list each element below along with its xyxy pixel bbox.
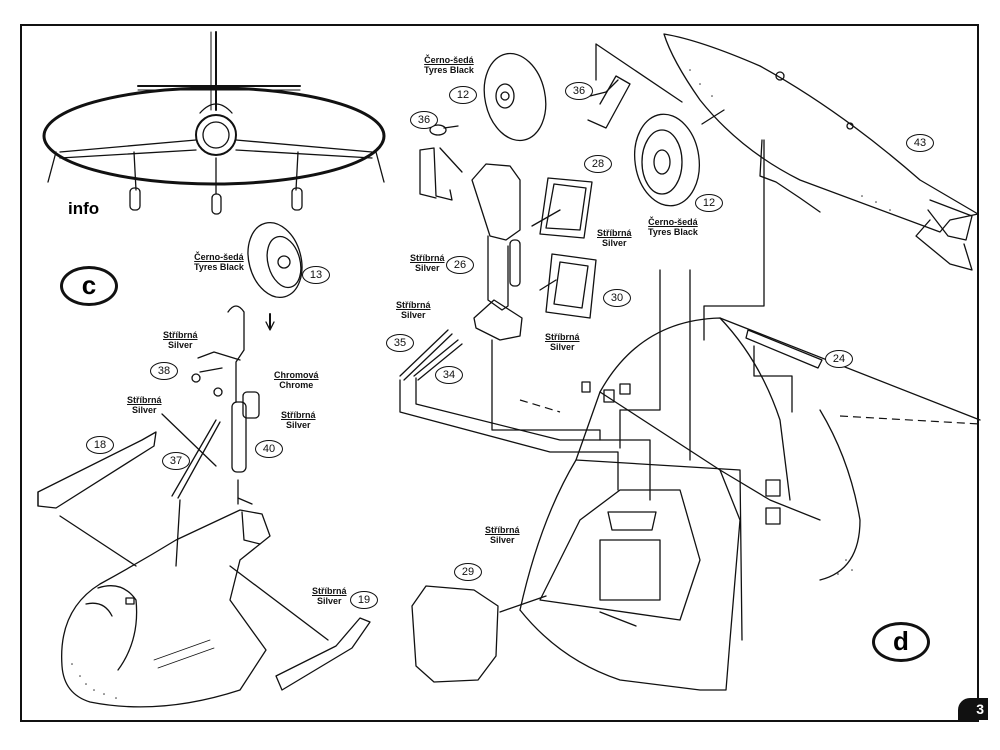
color-name-czech: Chromová	[274, 370, 319, 380]
part-number-36-right: 36	[565, 82, 593, 100]
part-number-43: 43	[906, 134, 934, 152]
step-d-marker: d	[872, 622, 930, 662]
step-c-marker: c	[60, 266, 118, 306]
color-name-english: Silver	[601, 238, 627, 248]
info-label: info	[68, 199, 100, 218]
color-name-czech: Stříbrná	[312, 586, 347, 596]
color-name-english: Silver	[131, 405, 157, 415]
part-number-28: 28	[584, 155, 612, 173]
color-callout-silver-30: Stříbrná Silver	[545, 332, 580, 352]
part-number-30: 30	[603, 289, 631, 307]
stipple-shading	[71, 69, 891, 699]
nose-gear-assembly-drawing	[37, 222, 371, 708]
color-name-english: Silver	[167, 340, 193, 350]
part-number-24: 24	[825, 350, 853, 368]
color-name-english: Chrome	[279, 380, 314, 390]
color-name-english: Tyres Black	[648, 227, 698, 237]
color-callout-silver-38: Stříbrná Silver	[163, 330, 198, 350]
color-callout-silver-40: Stříbrná Silver	[281, 410, 316, 430]
color-name-english: Silver	[316, 596, 342, 606]
color-name-english: Silver	[400, 310, 426, 320]
color-name-czech: Černo-šedá	[424, 55, 474, 65]
color-name-czech: Černo-šedá	[648, 217, 698, 227]
part-number-12-right: 12	[695, 194, 723, 212]
part-number-36-left: 36	[410, 111, 438, 129]
color-callout-silver-35: Stříbrná Silver	[396, 300, 431, 320]
part-number-35: 35	[386, 334, 414, 352]
part-number-26: 26	[446, 256, 474, 274]
part-number-40: 40	[255, 440, 283, 458]
color-name-english: Tyres Black	[424, 65, 474, 75]
color-name-czech: Stříbrná	[281, 410, 316, 420]
part-number-19: 19	[350, 591, 378, 609]
color-name-czech: Černo-šedá	[194, 252, 244, 262]
color-name-czech: Stříbrná	[485, 525, 520, 535]
part-number-29: 29	[454, 563, 482, 581]
main-gear-assembly-drawing	[399, 33, 981, 691]
color-name-czech: Stříbrná	[396, 300, 431, 310]
part-number-38: 38	[150, 362, 178, 380]
color-name-czech: Stříbrná	[163, 330, 198, 340]
page-frame	[20, 24, 979, 722]
color-callout-tyres-black-upper: Černo-šedá Tyres Black	[424, 55, 474, 75]
color-name-english: Silver	[414, 263, 440, 273]
page-number: 3	[958, 698, 988, 720]
color-callout-tyres-black-right: Černo-šedá Tyres Black	[648, 217, 698, 237]
part-number-37: 37	[162, 452, 190, 470]
color-callout-silver-29: Stříbrná Silver	[485, 525, 520, 545]
aircraft-front-view-drawing	[42, 31, 386, 215]
color-name-english: Silver	[549, 342, 575, 352]
part-number-13: 13	[302, 266, 330, 284]
color-name-english: Tyres Black	[194, 262, 244, 272]
part-number-12-upper: 12	[449, 86, 477, 104]
color-name-english: Silver	[285, 420, 311, 430]
color-name-czech: Stříbrná	[597, 228, 632, 238]
color-callout-silver-26: Stříbrná Silver	[410, 253, 445, 273]
color-name-czech: Stříbrná	[410, 253, 445, 263]
color-callout-silver-18: Stříbrná Silver	[127, 395, 162, 415]
color-callout-silver-28: Stříbrná Silver	[597, 228, 632, 248]
color-name-czech: Stříbrná	[545, 332, 580, 342]
part-number-18: 18	[86, 436, 114, 454]
color-name-english: Silver	[489, 535, 515, 545]
color-callout-tyres-black-nose: Černo-šedá Tyres Black	[194, 252, 244, 272]
color-callout-silver-19: Stříbrná Silver	[312, 586, 347, 606]
color-name-czech: Stříbrná	[127, 395, 162, 405]
part-number-34: 34	[435, 366, 463, 384]
color-callout-chrome: Chromová Chrome	[274, 370, 319, 390]
